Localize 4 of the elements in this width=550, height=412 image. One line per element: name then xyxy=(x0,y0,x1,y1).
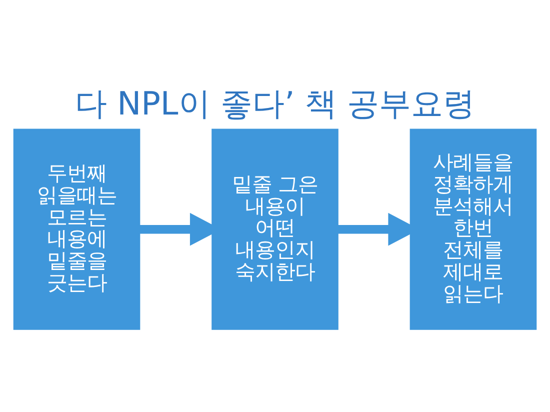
node-box: 사례들을 정확하게 분석해서 한번 전체를 제대로 읽는다 xyxy=(410,128,537,330)
node-box: 두번째 읽을때는 모르는 내용에 밑줄을 긋는다 xyxy=(13,128,140,330)
node-box: 밑줄 그은 내용이 어떤 내용인지 숙지한다 xyxy=(212,128,338,330)
diagram-title: 다 NPL이 좋다’ 책 공부요령 xyxy=(74,84,476,122)
